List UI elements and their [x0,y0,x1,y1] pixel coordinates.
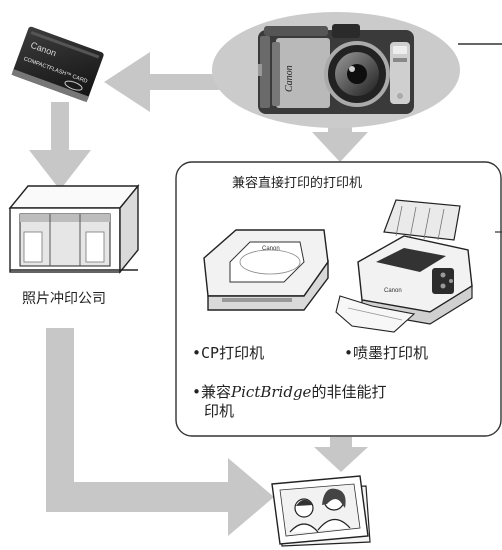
camera-brand: Canon [284,65,295,92]
memory-card-icon: Canon COMPACTFLASH™ CARD [11,26,104,103]
cp-printer-icon: Canon [203,229,329,311]
camera-icon: Canon [258,24,414,114]
inkjet-printer-brand: Canon [384,288,402,294]
arrow-card-to-lab [29,102,91,190]
arrow-camera-to-printers [312,114,368,162]
photo-lab-building-icon [8,184,140,274]
inkjet-printer-label-text: 喷墨打印机 [353,344,429,362]
pictbridge-prefix: 兼容 [201,383,232,401]
printers-panel-title: 兼容直接打印的打印机 [232,176,363,191]
cp-printer-label-text: CP打印机 [201,344,265,362]
photo-lab-label: 照片冲印公司 [22,291,106,307]
bullet: • [344,344,354,362]
pictbridge-name: PictBridge [231,383,312,401]
camera-group: Canon [212,12,502,128]
pictbridge-printer-label-line2: 印机 [204,402,235,420]
arrow-lab-to-photo [46,328,274,536]
printed-photo-icon [271,475,371,547]
flow-arrows [29,52,368,536]
cp-printer-brand: Canon [262,246,280,252]
arrow-printers-to-photo [314,437,368,472]
pictbridge-suffix: 的非佳能打 [311,383,387,401]
arrow-camera-to-card [104,52,268,112]
printers-panel [175,161,502,437]
bullet: • [192,344,202,362]
cp-printer-label: •CP打印机 [192,342,264,363]
inkjet-printer-label: •喷墨打印机 [344,342,428,363]
bullet: • [192,383,202,401]
inkjet-printer-icon: Canon [335,199,473,333]
pictbridge-printer-label: •兼容PictBridge的非佳能打 [192,381,386,402]
